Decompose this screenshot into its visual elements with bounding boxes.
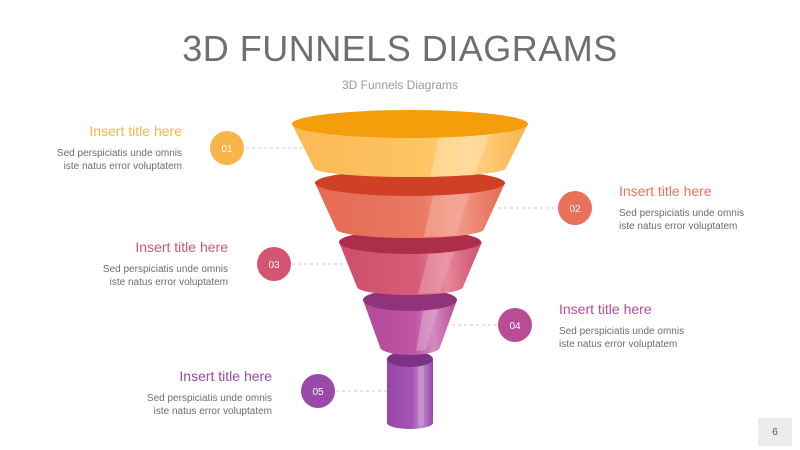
- step-title: Insert title here: [89, 123, 182, 139]
- step-05-block: Insert title here Sed perspiciatis unde …: [72, 368, 272, 418]
- funnel-tier-02: [315, 170, 505, 238]
- step-title: Insert title here: [559, 301, 652, 317]
- step-03-block: Insert title here Sed perspiciatis unde …: [28, 239, 228, 289]
- step-description-line: Sed perspiciatis unde omnis: [102, 264, 228, 275]
- step-badge-03: 03: [257, 247, 291, 281]
- step-02-block: Insert title here Sed perspiciatis unde …: [619, 183, 800, 233]
- step-number: 04: [509, 321, 521, 332]
- step-description-line: iste natus error voluptatem: [109, 277, 228, 288]
- step-badge-01: 01: [210, 131, 244, 165]
- step-description-line: Sed perspiciatis unde omnis: [559, 326, 685, 337]
- page-number: 6: [758, 418, 792, 446]
- step-description-line: Sed perspiciatis unde omnis: [619, 208, 745, 219]
- page-title: 3D FUNNELS DIAGRAMS: [182, 28, 618, 69]
- step-title: Insert title here: [179, 368, 272, 384]
- step-number: 05: [312, 387, 324, 398]
- funnel-tier-05: [387, 351, 433, 429]
- step-description-line: iste natus error voluptatem: [559, 339, 678, 350]
- step-title: Insert title here: [619, 183, 712, 199]
- page-subtitle: 3D Funnels Diagrams: [341, 78, 459, 92]
- step-description-line: iste natus error voluptatem: [619, 221, 738, 232]
- funnel-tier-04: [363, 289, 457, 355]
- step-description-line: Sed perspiciatis unde omnis: [146, 393, 272, 404]
- step-badge-04: 04: [498, 308, 532, 342]
- step-01-block: Insert title here Sed perspiciatis unde …: [0, 123, 182, 173]
- step-description-line: iste natus error voluptatem: [63, 161, 182, 172]
- step-number: 01: [221, 144, 233, 155]
- step-04-block: Insert title here Sed perspiciatis unde …: [559, 301, 759, 351]
- step-number: 02: [569, 204, 581, 215]
- funnel-tier-01: [292, 110, 528, 177]
- step-description-line: iste natus error voluptatem: [153, 406, 272, 417]
- step-description-line: Sed perspiciatis unde omnis: [56, 148, 182, 159]
- step-badge-02: 02: [558, 191, 592, 225]
- step-number: 03: [268, 260, 280, 271]
- funnel-tier-03: [339, 230, 482, 295]
- step-title: Insert title here: [135, 239, 228, 255]
- step-badge-05: 05: [301, 374, 335, 408]
